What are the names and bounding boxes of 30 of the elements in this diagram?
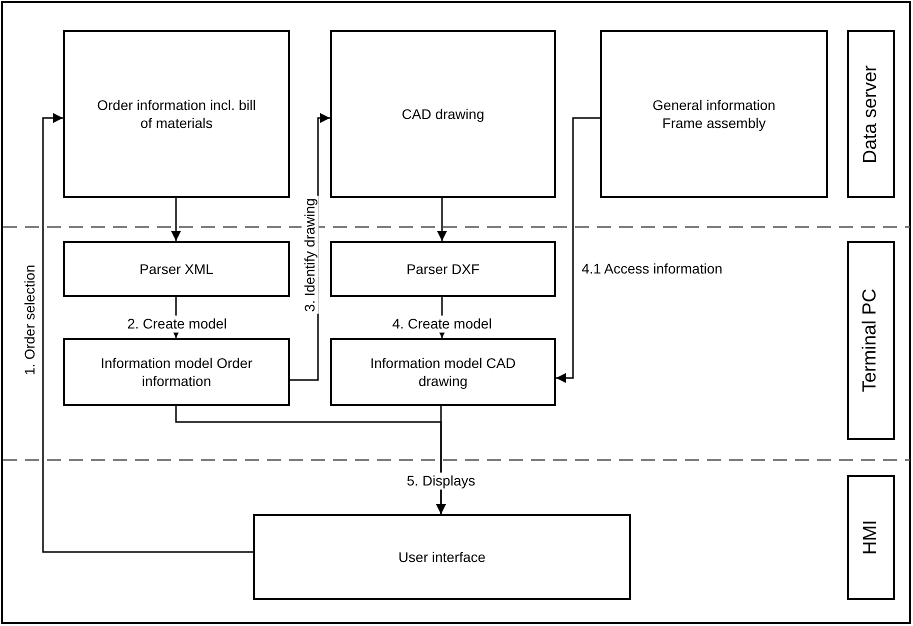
edge-label: 5. Displays	[404, 472, 478, 490]
arrow	[171, 198, 181, 241]
box-label: Information model Order information	[100, 354, 254, 390]
process-box	[63, 338, 290, 406]
layer-label-box	[847, 475, 895, 600]
process-box	[63, 241, 290, 297]
layer-label-box	[847, 241, 895, 440]
box-label: General information Frame assembly	[652, 96, 776, 132]
box-label: Information model CAD drawing	[369, 354, 517, 390]
process-box	[253, 514, 631, 600]
box-label: CAD drawing	[400, 104, 486, 124]
arrow	[556, 117, 600, 383]
arrow	[437, 198, 447, 241]
arrow	[42, 113, 253, 553]
layer-label: HMI	[858, 520, 882, 555]
process-box	[600, 30, 828, 198]
edge-label: 2. Create model	[125, 316, 229, 332]
layer-label-box	[847, 30, 895, 198]
process-box	[330, 241, 556, 297]
process-box	[330, 30, 556, 198]
box-label: Parser XML	[138, 260, 214, 278]
edge-label: 4. Create model	[390, 316, 494, 332]
box-label: Order information incl. bill of materials	[96, 96, 257, 132]
process-box	[63, 30, 290, 198]
box-label: Parser DXF	[405, 260, 481, 278]
box-label: User interface	[397, 548, 487, 566]
layer-label: Data server	[858, 64, 882, 164]
process-box	[330, 338, 556, 406]
layer-label: Terminal PC	[858, 288, 882, 392]
edge-label: 3. Identify drawing	[302, 196, 318, 314]
